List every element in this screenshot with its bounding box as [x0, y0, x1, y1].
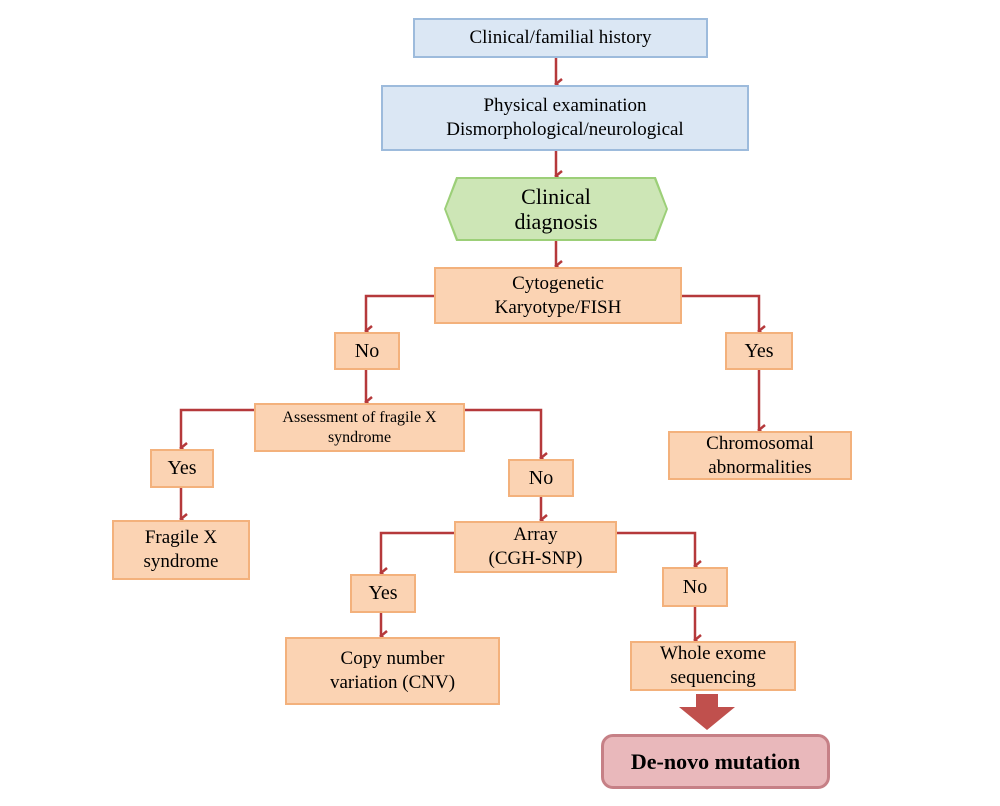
cnv-box: Copy number variation (CNV): [285, 637, 500, 705]
yes-label: Yes: [167, 457, 197, 479]
fxs-label-line2: syndrome: [143, 551, 219, 572]
cyto-label-line1: Cytogenetic: [512, 272, 604, 294]
no-label: No: [528, 466, 554, 489]
exam-box: Physical examination Dismorphological/ne…: [381, 85, 749, 151]
exam-label-line1: Physical examination: [483, 95, 647, 117]
fragile-assessment-box: Assessment of fragile X syndrome: [254, 403, 465, 452]
de-novo-mutation-box: De-novo mutation: [601, 734, 830, 789]
diagnosis-hex: Clinical diagnosis: [446, 179, 666, 239]
array-label-line2: (CGH-SNP): [488, 548, 583, 569]
fxs-label-line1: Fragile X: [144, 527, 218, 549]
arrow-array-to-no: [617, 531, 702, 572]
no-box-array: No: [662, 567, 728, 607]
array-label-line1: Array: [513, 524, 558, 546]
no-box-fragile: No: [508, 459, 574, 497]
big-arrow-to-denovo: [679, 694, 735, 730]
cnv-label-line2: variation (CNV): [329, 672, 456, 693]
arrow-cyto-to-no: [364, 294, 434, 337]
yes-box-array: Yes: [350, 574, 416, 613]
wes-label-line2: sequencing: [670, 667, 756, 688]
yes-label: Yes: [744, 339, 774, 362]
denovo-label: De-novo mutation: [630, 748, 801, 774]
history-box: Clinical/familial history: [413, 18, 708, 58]
fragile-label-line1: Assessment of fragile X: [282, 409, 437, 427]
no-box-cyto: No: [334, 332, 400, 370]
fragile-label-line2: syndrome: [327, 428, 392, 446]
chrom-label-line2: abnormalities: [708, 456, 812, 478]
arrow-fragile-to-no: [465, 408, 548, 464]
no-label: No: [682, 575, 708, 598]
wes-label-line1: Whole exome: [659, 643, 767, 665]
cytogenetic-box: Cytogenetic Karyotype/FISH: [434, 267, 682, 324]
cnv-label-line1: Copy number: [340, 648, 445, 670]
diagnosis-label-line1: Clinical: [521, 183, 591, 209]
array-box: Array (CGH-SNP): [454, 521, 617, 573]
chrom-label-line1: Chromosomal: [706, 432, 814, 454]
fragile-x-syndrome-box: Fragile X syndrome: [112, 520, 250, 580]
history-label: Clinical/familial history: [469, 27, 652, 49]
exam-label-line2: Dismorphological/neurological: [446, 119, 684, 140]
whole-exome-box: Whole exome sequencing: [630, 641, 796, 691]
yes-box-cyto: Yes: [725, 332, 793, 370]
no-label: No: [354, 339, 380, 362]
arrow-array-to-yes: [379, 531, 454, 579]
yes-label: Yes: [368, 582, 398, 604]
chromosomal-abnormalities-box: Chromosomal abnormalities: [668, 431, 852, 480]
yes-box-fragile: Yes: [150, 449, 214, 488]
diagnosis-label-line2: diagnosis: [514, 209, 598, 234]
cyto-label-line2: Karyotype/FISH: [494, 296, 622, 318]
arrow-cyto-to-yes: [682, 294, 766, 337]
arrow-fragile-to-yes: [179, 408, 254, 454]
